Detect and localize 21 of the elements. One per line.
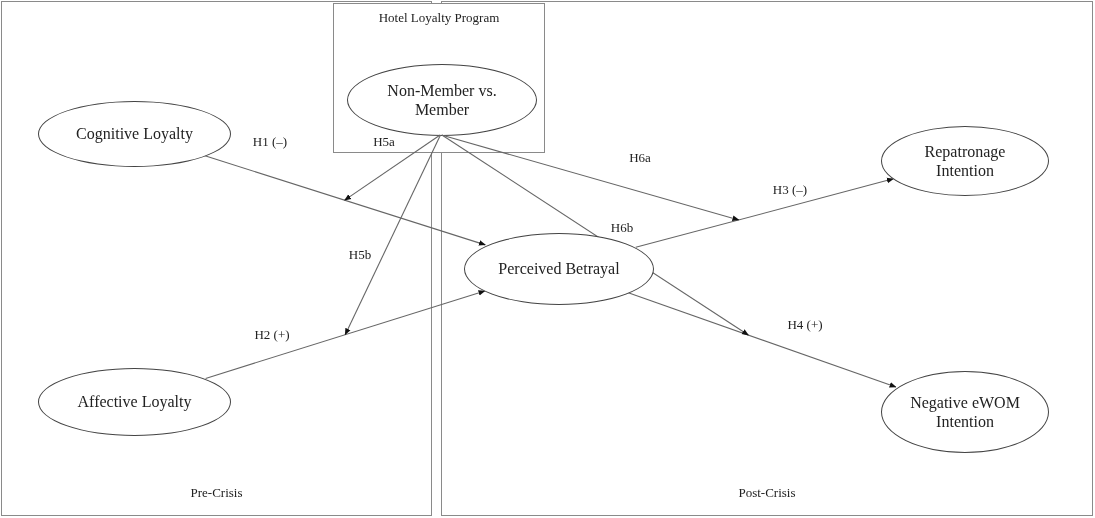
arrow — [344, 134, 441, 336]
construct-ellipse: Cognitive Loyalty — [38, 101, 231, 167]
group-title: Hotel Loyalty Program — [377, 10, 501, 26]
arrow — [203, 154, 486, 246]
panel-title: Post-Crisis — [737, 485, 797, 501]
construct-ellipse: Negative eWOM Intention — [881, 371, 1049, 453]
arrow — [627, 291, 897, 388]
panel-title: Pre-Crisis — [189, 485, 244, 501]
arrow — [635, 177, 894, 248]
construct-ellipse: Repatronage Intention — [881, 126, 1049, 196]
construct-ellipse: Affective Loyalty — [38, 368, 231, 436]
arrow — [441, 134, 740, 221]
group-box — [333, 3, 545, 153]
edge-label: H2 (+) — [252, 327, 292, 343]
edge-label: H3 (–) — [770, 182, 810, 198]
edge-label: H4 (+) — [785, 317, 825, 333]
construct-ellipse: Non-Member vs. Member — [347, 64, 537, 136]
construct-ellipse: Perceived Betrayal — [464, 233, 654, 305]
arrow — [344, 134, 441, 201]
edge-label: H1 (–) — [250, 134, 290, 150]
arrow — [205, 290, 486, 379]
